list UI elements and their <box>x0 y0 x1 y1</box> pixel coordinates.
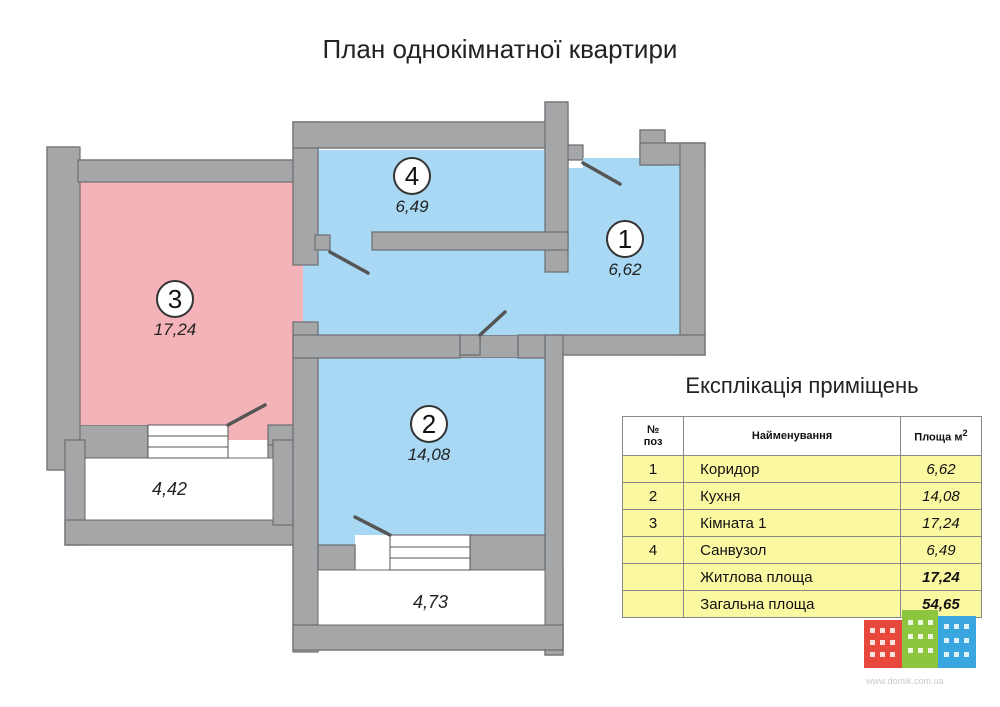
room-number: 1 <box>606 220 644 258</box>
explication-table: № поз Найменування Площа м2 1 Коридор 6,… <box>621 416 983 618</box>
table-header-row: № поз Найменування Площа м2 <box>621 416 983 456</box>
walls-overlay <box>46 101 706 656</box>
row-name: Санвузол <box>683 536 901 564</box>
room-area: 17,24 <box>153 320 197 339</box>
table-row: 1 Коридор 6,62 <box>621 455 983 483</box>
balcony-2-area: 4,73 <box>413 592 449 612</box>
header-area: Площа м2 <box>899 416 983 456</box>
row-num: 3 <box>621 509 685 537</box>
header-name: Найменування <box>683 416 901 456</box>
room-area: 14,08 <box>407 445 451 464</box>
total-name: Загальна площа <box>683 590 901 618</box>
watermark: www.domik.com.ua <box>866 676 944 686</box>
row-num: 4 <box>621 536 685 564</box>
room-1-fill <box>303 158 680 335</box>
room-4-fill <box>318 150 545 250</box>
table-total-row: Загальна площа 54,65 <box>621 590 983 618</box>
room-label-1: 1 6,62 <box>570 220 680 280</box>
room-number: 3 <box>156 280 194 318</box>
table-total-row: Житлова площа 17,24 <box>621 563 983 591</box>
balcony-1-area: 4,42 <box>152 479 188 499</box>
table-row: 4 Санвузол 6,49 <box>621 536 983 564</box>
header-num: № поз <box>621 416 685 456</box>
row-name: Коридор <box>683 455 901 483</box>
building-logo-icon <box>864 610 976 668</box>
room-area: 6,62 <box>608 260 642 279</box>
row-num: 1 <box>621 455 685 483</box>
row-area: 6,49 <box>899 536 983 564</box>
table-row: 2 Кухня 14,08 <box>621 482 983 510</box>
row-area: 6,62 <box>899 455 983 483</box>
balcony-2 <box>317 569 546 626</box>
room-label-3: 3 17,24 <box>120 280 230 340</box>
total-area: 17,24 <box>899 563 983 591</box>
row-num: 2 <box>621 482 685 510</box>
row-name: Кімната 1 <box>683 509 901 537</box>
row-num-empty <box>621 563 685 591</box>
room-3-fill <box>80 182 303 440</box>
row-name: Кухня <box>683 482 901 510</box>
window-room-2 <box>389 534 471 571</box>
explication-title: Експлікація приміщень <box>685 373 919 398</box>
header-area-sup: 2 <box>962 428 968 439</box>
row-area: 17,24 <box>899 509 983 537</box>
row-num-empty <box>621 590 685 618</box>
room-area: 6,49 <box>395 197 429 216</box>
room-number: 2 <box>410 405 448 443</box>
room-label-2: 2 14,08 <box>374 405 484 465</box>
balcony-1 <box>84 457 274 521</box>
table-row: 3 Кімната 1 17,24 <box>621 509 983 537</box>
row-area: 14,08 <box>899 482 983 510</box>
room-number: 4 <box>393 157 431 195</box>
room-label-4: 4 6,49 <box>357 157 467 217</box>
doors <box>226 161 622 537</box>
total-name: Житлова площа <box>683 563 901 591</box>
plan-title: План однокімнатної квартири <box>322 34 678 64</box>
room-2-fill <box>318 358 545 545</box>
header-area-text: Площа м <box>914 431 963 444</box>
window-room-3 <box>147 424 229 459</box>
